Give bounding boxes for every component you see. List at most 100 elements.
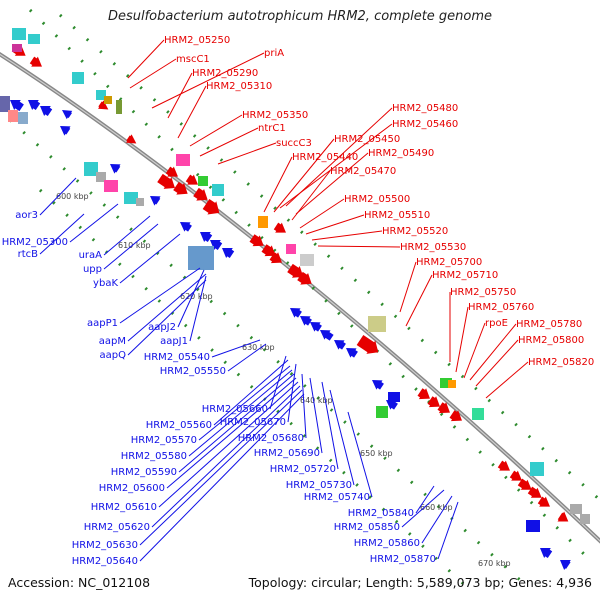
forward-gene [417,388,430,400]
blue-leader-line [139,393,305,562]
blue-leader-line [39,177,77,216]
forward-gene [427,396,440,408]
forward-gene-label: HRM2_05460 [392,119,458,130]
arrow-shape [427,396,440,408]
red-leader-line [217,142,277,165]
forward-gene-label: HRM2_05450 [334,134,400,145]
reverse-gene-label: HRM2_05580 [121,451,187,462]
cog-block [286,244,296,254]
arrow-shape [437,402,450,414]
forward-gene [537,496,550,507]
forward-gene [557,511,569,522]
reverse-gene-label: HRM2_05630 [72,540,138,551]
red-leader-line [129,58,177,89]
arrow-shape [334,340,346,350]
arrow-shape [110,164,121,174]
arrow-shape [386,400,398,410]
cog-block [448,380,456,388]
red-leader-line [167,72,193,119]
forward-gene [202,199,220,215]
blue-leader-line [329,389,355,486]
blue-leader-line [178,373,295,473]
reverse-gene [290,308,302,318]
arrow-shape [356,335,379,354]
forward-gene [29,56,42,67]
reverse-gene-label: HRM2_05640 [72,556,138,567]
reverse-gene [372,380,384,390]
reverse-gene [210,239,223,250]
cog-block [176,154,190,166]
blue-leader-line [213,359,289,426]
reverse-gene-label: HRM2_05550 [160,366,226,377]
arrow-shape [273,222,286,233]
forward-gene-label: HRM2_05470 [330,166,396,177]
cog-block [12,44,22,52]
forward-gene [98,100,109,110]
red-leader-line [295,152,369,215]
red-leader-line [279,123,393,209]
reverse-gene [334,340,346,350]
reverse-gene-label: uraA [79,250,103,261]
cog-block [104,180,118,192]
forward-gene-label: priA [264,48,284,59]
blue-leader-line [103,223,159,270]
reverse-gene-label: aapQ [100,350,127,361]
reverse-gene [320,330,334,341]
blue-leader-line [151,385,301,528]
red-leader-line [189,114,243,147]
reverse-gene-label: rtcB [18,249,39,260]
reverse-gene [60,126,71,136]
forward-gene [193,187,208,201]
arrow-shape [297,271,312,285]
forward-gene-label: ntrC1 [258,123,286,134]
reverse-gene-label: HRM2_05730 [286,480,352,491]
forward-gene [287,263,304,278]
red-leader-line [299,198,345,229]
kbp-tick-label: 610 kbp [118,241,151,250]
blue-leader-line [119,267,201,324]
cog-block [96,172,106,182]
reverse-gene [40,105,53,116]
cog-block [136,198,144,206]
blue-leader-line [415,485,435,514]
forward-gene-label: HRM2_05750 [450,287,516,298]
arrow-shape [310,322,322,332]
kbp-tick-label: 660 kbp [420,503,453,512]
arrow-shape [290,308,302,318]
forward-gene-label: HRM2_05530 [400,242,466,253]
blue-leader-line [127,279,207,356]
reverse-gene-label: HRM2_05740 [304,492,370,503]
forward-gene [185,174,198,185]
arrow-shape [417,388,430,400]
arrow-shape [173,181,188,195]
red-leader-line [151,52,265,109]
cog-block [116,100,122,114]
reverse-gene-label: HRM2_05870 [370,554,436,565]
blue-leader-line [421,495,453,544]
reverse-gene-label: HRM2_05850 [334,522,400,533]
blue-leader-line [119,233,181,284]
arrow-shape [62,110,73,120]
forward-gene [165,166,178,177]
reverse-gene-label: HRM2_05540 [144,352,210,363]
reverse-gene-label: HRM2_05300 [2,237,68,248]
forward-gene-label: HRM2_05290 [192,68,258,79]
cog-block [124,192,138,204]
arrow-shape [200,231,213,242]
reverse-gene [386,400,398,410]
forward-gene-label: HRM2_05310 [206,81,272,92]
kbp-tick-label: 620 kbp [180,292,213,301]
reverse-gene [62,110,73,120]
cog-block [526,520,540,532]
reverse-gene-label: aapP1 [87,318,118,329]
arrow-shape [527,486,542,498]
red-leader-line [469,323,517,381]
cog-block [18,112,28,124]
reverse-gene [540,547,553,558]
arrow-shape [269,252,282,264]
forward-gene-label: HRM2_05250 [164,35,230,46]
cog-block [28,34,40,44]
red-leader-line [291,170,331,221]
reverse-gene [180,222,192,232]
